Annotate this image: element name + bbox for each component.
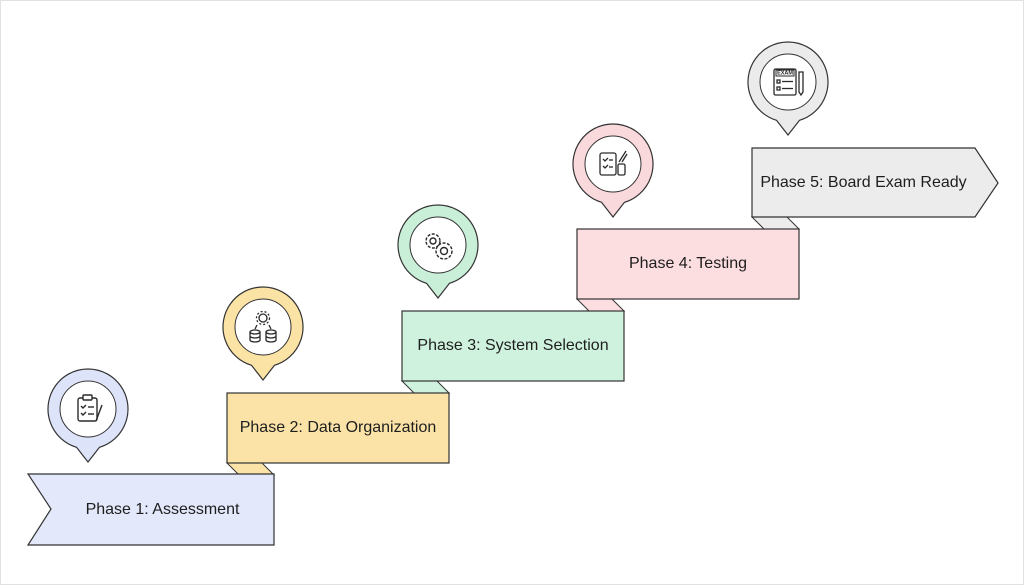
phase-5-label: Phase 5: Board Exam Ready [760, 173, 967, 191]
phase-4-label: Phase 4: Testing [628, 255, 747, 272]
fold-3-4 [575, 298, 626, 312]
phase-1-label: Phase 1: Assessment [85, 500, 240, 518]
clipboard-checklist-icon [77, 394, 103, 422]
pin-3 [397, 204, 479, 299]
phase-2-label: Phase 2: Data Organization [239, 419, 437, 436]
phase-1-bar [26, 473, 275, 546]
pin-5: EXAM [747, 41, 829, 136]
phase-4-bar [576, 228, 800, 300]
phase-5-bar [751, 147, 999, 218]
exam-paper-icon: EXAM [773, 68, 804, 97]
phase-2-bar [226, 392, 450, 464]
pin-1 [47, 368, 129, 463]
fold-4-5 [750, 216, 801, 230]
fold-2-3 [400, 380, 451, 394]
database-gear-icon [249, 310, 277, 343]
exam-icon-label: EXAM [777, 70, 793, 76]
phase-3-label: Phase 3: System Selection [417, 337, 609, 354]
test-checklist-icon [599, 150, 628, 176]
phase-3-bar [401, 310, 625, 382]
pin-4 [572, 123, 654, 218]
gears-icon [425, 233, 453, 260]
pin-2 [222, 286, 304, 381]
